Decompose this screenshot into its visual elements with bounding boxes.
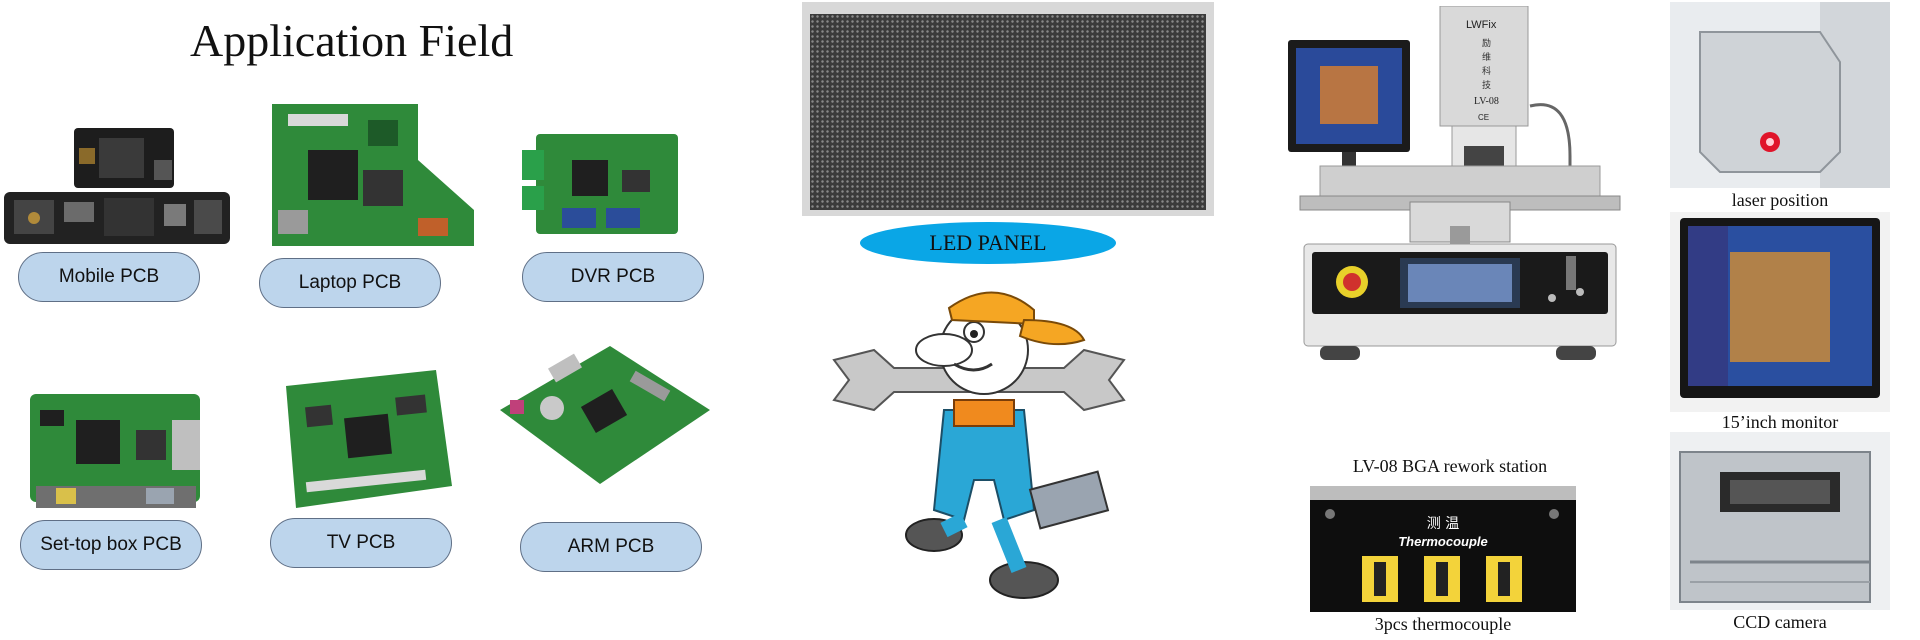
app-label-arm-pcb: ARM PCB bbox=[520, 522, 702, 572]
caption-laser-position: laser position bbox=[1731, 190, 1829, 210]
machine-chinese-3: 科 bbox=[1482, 65, 1491, 77]
machine-chinese-1: 励 bbox=[1482, 38, 1491, 49]
caption-ccd-camera: CCD camera bbox=[1733, 612, 1827, 632]
machine-brand: LWFix bbox=[1466, 19, 1497, 31]
machine-model: LV-08 bbox=[1474, 96, 1499, 107]
caption-rework-station: LV-08 BGA rework station bbox=[1352, 456, 1548, 476]
arm-pcb-image bbox=[500, 346, 710, 484]
tv-pcb-image bbox=[286, 370, 452, 508]
app-label-settop-box-pcb: Set-top box PCB bbox=[20, 520, 202, 570]
machine-chinese-4: 技 bbox=[1482, 79, 1491, 91]
page-title: Application Field bbox=[190, 15, 514, 66]
monitor-image bbox=[1670, 212, 1890, 412]
led-panel-label-text: LED PANEL bbox=[929, 230, 1047, 255]
rework-station-image: LWFix 励 维 科 技 LV-08 CE bbox=[1288, 6, 1621, 360]
machine-ce-mark: CE bbox=[1478, 113, 1489, 122]
repairman-mascot-image bbox=[832, 291, 1126, 599]
laser-position-image bbox=[1670, 2, 1890, 188]
app-label-dvr-pcb: DVR PCB bbox=[522, 252, 704, 302]
machine-chinese-2: 维 bbox=[1482, 51, 1491, 63]
settop-pcb-image bbox=[30, 394, 200, 508]
laptop-pcb-image bbox=[272, 104, 474, 246]
thermocouple-image: 测 温 Thermocouple bbox=[1310, 486, 1576, 612]
led-panel-image bbox=[802, 2, 1214, 216]
dvr-pcb-image bbox=[522, 134, 678, 234]
caption-thermocouple: 3pcs thermocouple bbox=[1374, 614, 1512, 634]
thermocouple-word: Thermocouple bbox=[1398, 534, 1488, 549]
caption-monitor: 15’inch monitor bbox=[1721, 412, 1839, 432]
app-label-tv-pcb: TV PCB bbox=[270, 518, 452, 568]
led-panel-label: LED PANEL bbox=[860, 222, 1116, 264]
ccd-camera-image bbox=[1670, 432, 1890, 610]
app-label-mobile-pcb: Mobile PCB bbox=[18, 252, 200, 302]
app-label-laptop-pcb: Laptop PCB bbox=[259, 258, 441, 308]
thermocouple-chinese: 测 温 bbox=[1427, 516, 1459, 532]
mobile-pcb-image bbox=[4, 128, 230, 244]
